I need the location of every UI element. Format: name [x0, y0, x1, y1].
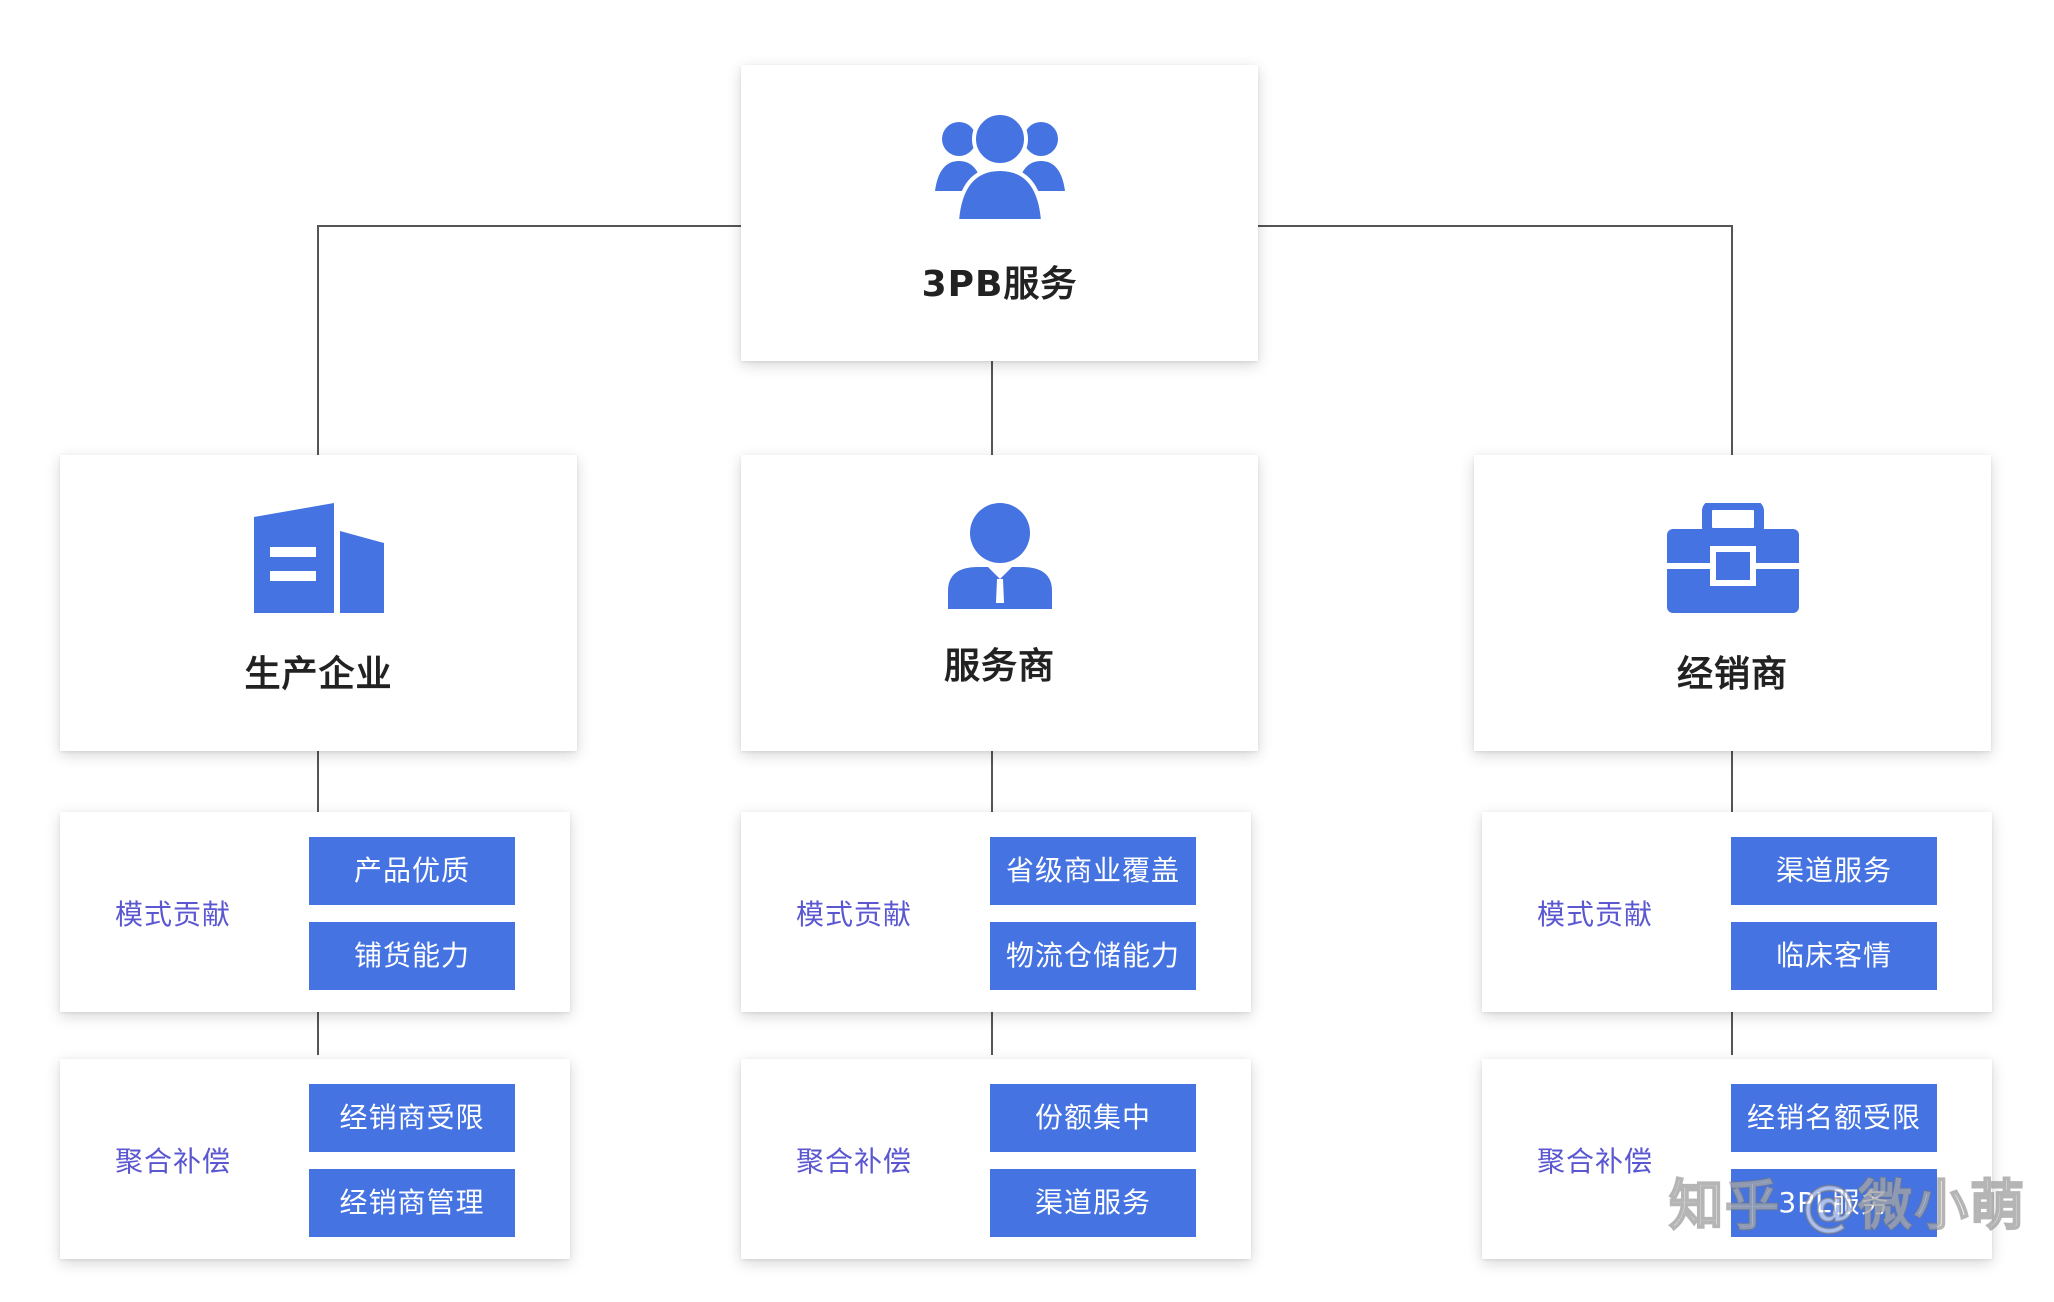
connector-root-left-h [317, 225, 741, 227]
row-label: 聚合补偿 [796, 1145, 913, 1178]
tag: 渠道服务 [1731, 837, 1937, 905]
briefcase-icon [1666, 503, 1799, 613]
building-icon [253, 503, 384, 613]
root-title: 3PB服务 [921, 264, 1078, 305]
row-label: 聚合补偿 [1537, 1145, 1654, 1178]
users-group-icon [934, 113, 1065, 223]
tag: 产品优质 [309, 837, 515, 905]
connector-right-v [1731, 225, 1733, 455]
connector-center-v [991, 360, 993, 455]
row-label: 模式贡献 [1537, 898, 1654, 931]
branch-title: 服务商 [943, 646, 1055, 687]
tag: 经销商管理 [309, 1169, 515, 1237]
tag: 省级商业覆盖 [990, 837, 1196, 905]
watermark: 知乎 @微小萌 [1668, 1173, 2026, 1238]
row-label: 聚合补偿 [115, 1145, 232, 1178]
row-card: 聚合补偿 份额集中 渠道服务 [741, 1059, 1251, 1259]
tag: 临床客情 [1731, 922, 1937, 990]
tag: 铺货能力 [309, 922, 515, 990]
row-label: 模式贡献 [115, 898, 232, 931]
root-card: 3PB服务 [741, 65, 1258, 361]
branch-card-manufacturer: 生产企业 [60, 455, 577, 751]
tag: 物流仓储能力 [990, 922, 1196, 990]
row-card: 模式贡献 省级商业覆盖 物流仓储能力 [741, 812, 1251, 1012]
connector-root-right-h [1256, 225, 1733, 227]
row-card: 聚合补偿 经销名额受限 3PL服务 [1482, 1059, 1992, 1259]
tag: 经销商受限 [309, 1084, 515, 1152]
branch-card-service-provider: 服务商 [741, 455, 1258, 751]
branch-title: 经销商 [1676, 654, 1788, 695]
tag: 渠道服务 [990, 1169, 1196, 1237]
branch-title: 生产企业 [244, 654, 393, 695]
row-label: 模式贡献 [796, 898, 913, 931]
tag: 经销名额受限 [1731, 1084, 1937, 1152]
tag: 3PL服务 [1731, 1169, 1937, 1237]
row-card: 聚合补偿 经销商受限 经销商管理 [60, 1059, 570, 1259]
branch-card-distributor: 经销商 [1474, 455, 1991, 751]
user-icon [947, 503, 1052, 609]
connector-left-v [317, 225, 319, 455]
row-card: 模式贡献 产品优质 铺货能力 [60, 812, 570, 1012]
tag: 份额集中 [990, 1084, 1196, 1152]
row-card: 模式贡献 渠道服务 临床客情 [1482, 812, 1992, 1012]
